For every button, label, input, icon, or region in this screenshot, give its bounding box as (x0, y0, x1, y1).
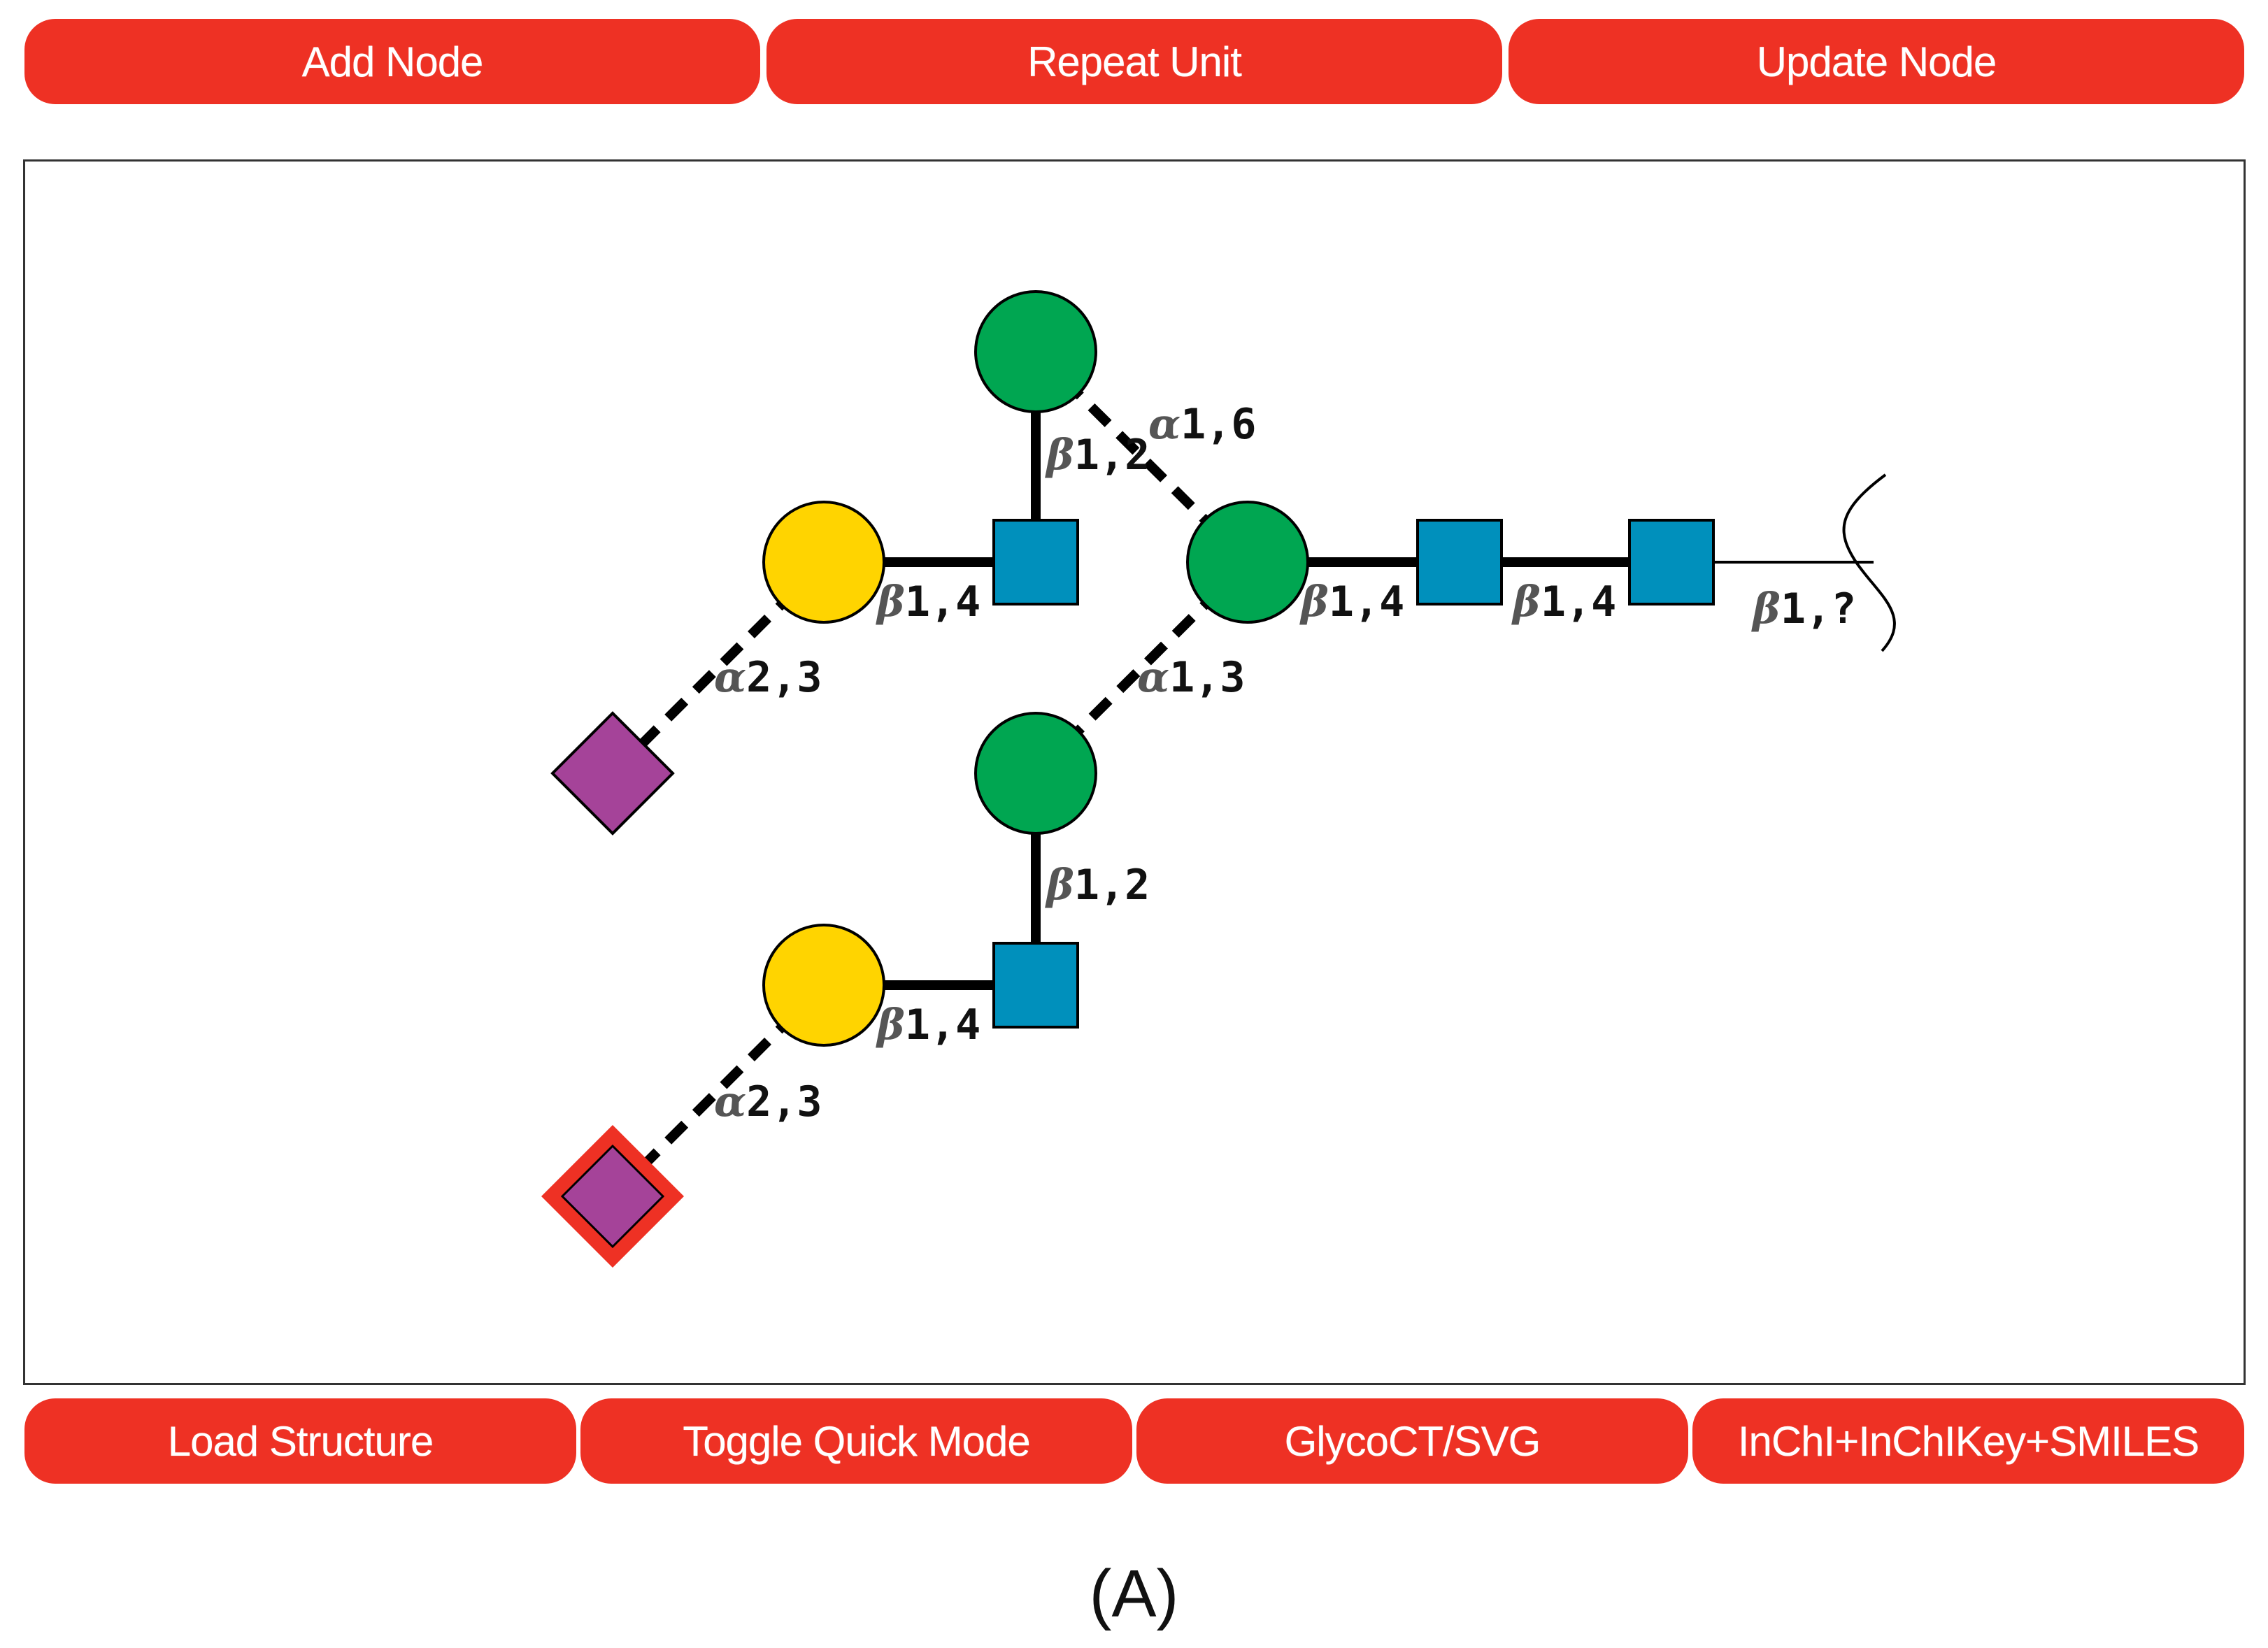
link-label-top-glcnac-man: β1,2 (1045, 431, 1150, 480)
link-label-bottom-glcnac-man: β1,2 (1045, 861, 1150, 910)
glcnac-residue-core-1[interactable] (1416, 519, 1503, 606)
glcnac-residue-bottom[interactable] (992, 942, 1079, 1029)
residues[interactable] (541, 290, 1715, 1268)
link-label-bottom-gal-glcnac: β1,4 (876, 1001, 980, 1049)
glcnac-residue-top[interactable] (992, 519, 1079, 606)
glycan-canvas[interactable]: β1,4 α2,3 β1,2 α1,6 β1,4 β1,4 β1,? α1,3 … (23, 159, 2246, 1385)
update-node-button[interactable]: Update Node (1509, 19, 2244, 104)
link-label-top-sia-gal: α2,3 (714, 653, 822, 702)
galactose-residue-bottom[interactable] (762, 924, 885, 1047)
link-label-core-man-glcnac: β1,4 (1299, 578, 1404, 626)
mannose-residue-lower[interactable] (974, 712, 1097, 835)
glcnac-residue-core-2[interactable] (1628, 519, 1715, 606)
repeat-unit-button[interactable]: Repeat Unit (766, 19, 1502, 104)
link-label-glcnac-glcnac: β1,4 (1511, 578, 1616, 626)
link-label-bottom-sia-gal: α2,3 (714, 1077, 822, 1126)
linkage-lines (609, 348, 1874, 1200)
sialic-residue-bottom[interactable] (560, 1144, 665, 1249)
reducing-end-bracket-curve (1842, 473, 1896, 652)
link-label-lower-man-core: α1,3 (1137, 653, 1246, 702)
load-structure-button[interactable]: Load Structure (24, 1398, 576, 1484)
glycoct-svg-button[interactable]: GlycoCT/SVG (1136, 1398, 1688, 1484)
add-node-button[interactable]: Add Node (24, 19, 760, 104)
galactose-residue-top[interactable] (762, 501, 885, 624)
link-label-top-gal-glcnac: β1,4 (876, 578, 980, 626)
sialic-residue-top[interactable] (550, 711, 675, 836)
linkage-labels: β1,4 α2,3 β1,2 α1,6 β1,4 β1,4 β1,? α1,3 … (714, 400, 1856, 1126)
figure-caption: (A) (1089, 1556, 1179, 1631)
mannose-residue-core[interactable] (1186, 501, 1309, 624)
link-label-reducing-end: β1,? (1751, 585, 1856, 633)
link-label-upper-man-core: α1,6 (1148, 400, 1257, 449)
inchi-smiles-button[interactable]: InChI+InChIKey+SMILES (1692, 1398, 2244, 1484)
toggle-quick-mode-button[interactable]: Toggle Quick Mode (580, 1398, 1132, 1484)
mannose-residue-top[interactable] (974, 290, 1097, 413)
